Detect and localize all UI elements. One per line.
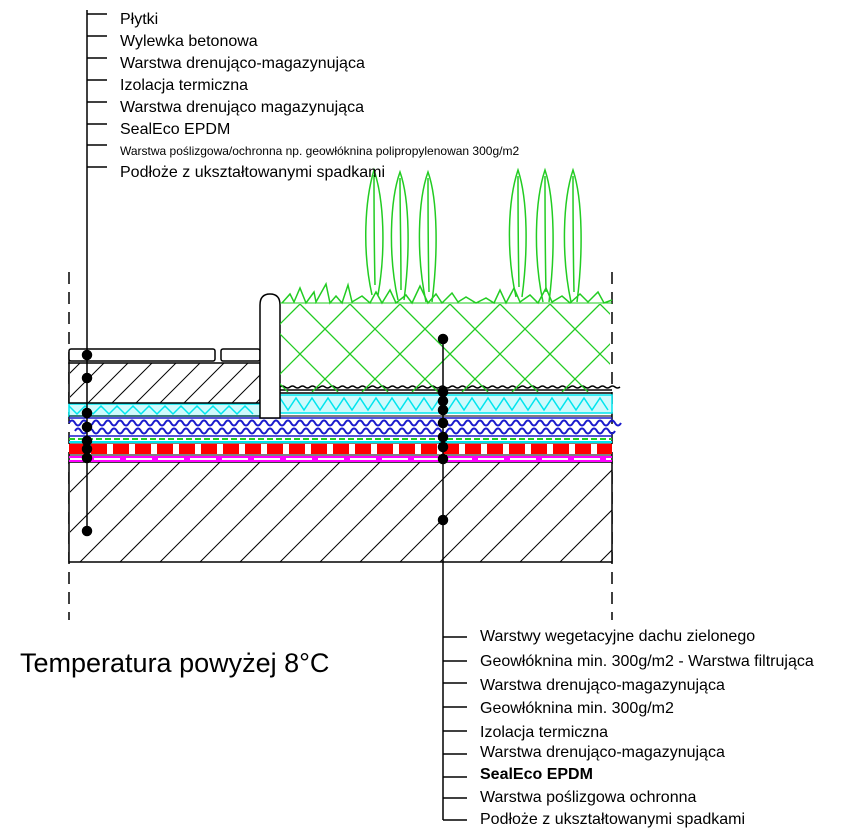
right-label: Podłoże z ukształtowanymi spadkami xyxy=(480,811,745,828)
edge-kerb xyxy=(259,293,281,419)
left-label: SealEco EPDM xyxy=(120,121,230,138)
left-label-list: Płytki Wylewka betonowa Warstwa drenując… xyxy=(120,11,519,181)
epdm-membrane xyxy=(69,442,612,456)
left-leader xyxy=(81,10,107,537)
grass-icon xyxy=(281,281,613,305)
vegetation-substrate xyxy=(280,302,612,392)
left-label: Wylewka betonowa xyxy=(120,33,258,50)
left-label: Płytki xyxy=(120,11,158,28)
left-label: Izolacja termiczna xyxy=(120,77,248,94)
right-label: Warstwa drenująco-magazynująca xyxy=(480,744,725,761)
right-label: Geowłóknina min. 300g/m2 xyxy=(480,700,674,717)
concrete-screed xyxy=(68,362,261,404)
slip-layer xyxy=(69,456,612,462)
left-label: Warstwa drenująco-magazynująca xyxy=(120,55,365,72)
right-label: Warstwy wegetacyjne dachu zielonego xyxy=(480,628,755,645)
substrate-layer xyxy=(68,461,613,563)
left-label: Warstwa drenująco magazynująca xyxy=(120,99,364,116)
right-label: Geowłóknina min. 300g/m2 - Warstwa filtr… xyxy=(480,653,814,670)
right-label: Warstwa poślizgowa ochronna xyxy=(480,789,697,806)
geotextile-layer xyxy=(279,385,621,394)
right-leader xyxy=(437,333,467,821)
left-label: Warstwa poślizgowa/ochronna np. geowłókn… xyxy=(120,144,519,158)
right-label-list: Warstwy wegetacyjne dachu zielonego Geow… xyxy=(480,628,814,828)
lower-drainage-layer xyxy=(69,438,612,443)
right-label-epdm: SealEco EPDM xyxy=(480,766,593,783)
right-label: Izolacja termiczna xyxy=(480,724,608,741)
tiles xyxy=(68,348,261,362)
right-label: Warstwa drenująco-magazynująca xyxy=(480,677,725,694)
diagram-title: Temperatura powyżej 8°C xyxy=(20,648,329,678)
thermal-insulation-layer xyxy=(68,417,622,437)
plant-icon xyxy=(365,167,582,303)
left-label: Podłoże z ukształtowanymi spadkami xyxy=(120,164,385,181)
